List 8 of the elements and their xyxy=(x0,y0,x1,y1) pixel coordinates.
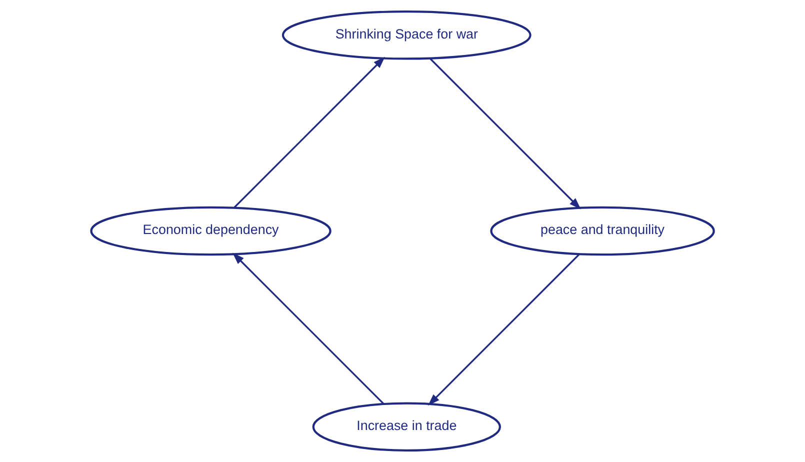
arrow xyxy=(430,58,581,210)
node-ellipse: Economic dependency xyxy=(90,206,332,256)
arrow xyxy=(232,252,384,404)
node-ellipse: Increase in trade xyxy=(312,402,501,452)
arrow xyxy=(234,56,386,208)
arrow xyxy=(428,254,580,406)
node-ellipse: Shrinking Space for war xyxy=(282,10,532,60)
node-ellipse: peace and tranquility xyxy=(490,206,715,256)
